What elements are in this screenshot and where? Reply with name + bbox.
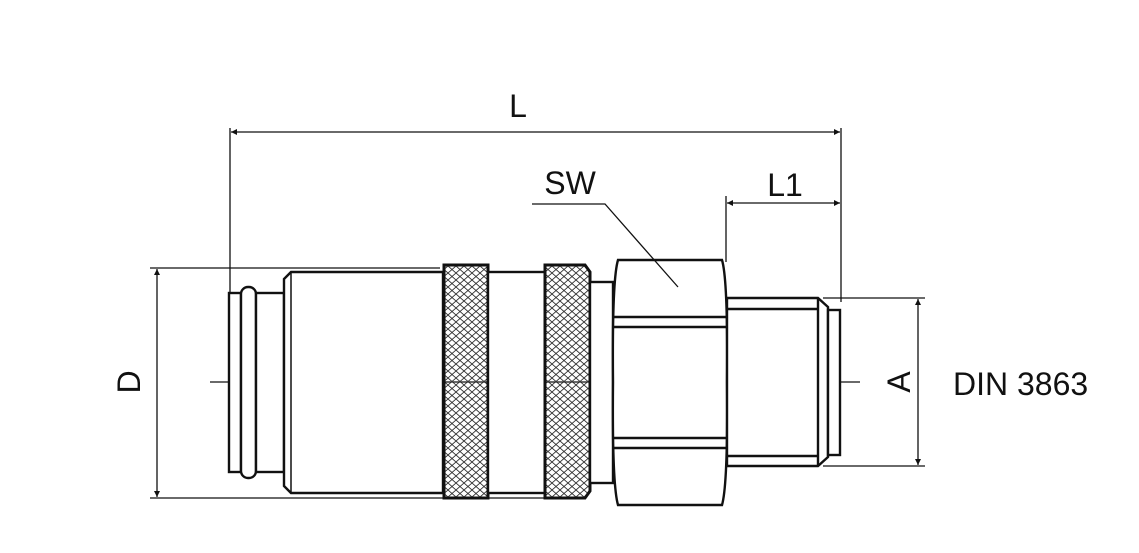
thread-tip — [826, 308, 842, 457]
neck — [254, 291, 286, 474]
dimension-l1: L1 — [725, 167, 840, 262]
collar — [588, 280, 615, 485]
label-l1: L1 — [767, 167, 803, 203]
label-a: A — [881, 371, 917, 393]
sleeve-middle — [486, 270, 547, 495]
coupling-body — [227, 258, 842, 507]
dimension-a: A — [823, 297, 925, 467]
label-d: D — [111, 370, 147, 393]
main-sleeve — [282, 270, 445, 495]
dimension-l: L — [229, 88, 842, 302]
label-l: L — [509, 88, 527, 124]
o-ring — [239, 285, 258, 480]
label-sw: SW — [544, 165, 596, 201]
front-lip — [227, 291, 243, 474]
hex-nut — [611, 258, 729, 507]
male-thread — [725, 296, 830, 468]
dimension-sw: SW — [532, 165, 679, 288]
label-standard: DIN 3863 — [953, 366, 1088, 402]
knurled-ring-2 — [543, 263, 592, 500]
dimension-d: D — [111, 267, 545, 499]
knurled-ring-1 — [442, 263, 490, 500]
